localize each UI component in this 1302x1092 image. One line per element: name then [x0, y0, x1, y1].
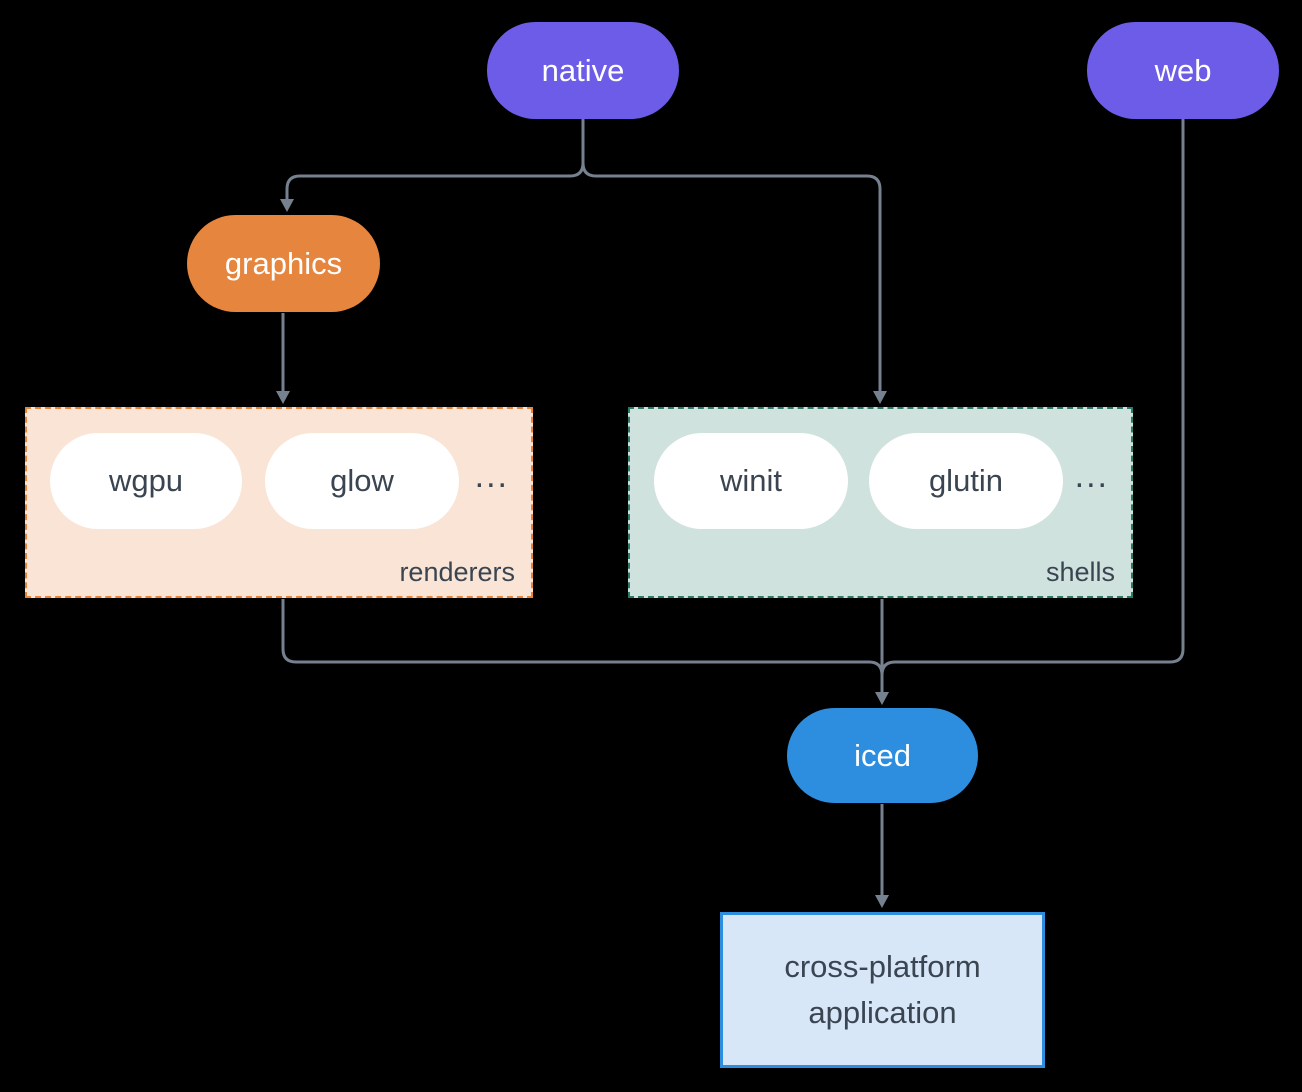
arrowhead-renderers	[276, 391, 290, 404]
edge-native-graphics	[285, 119, 585, 200]
node-glutin: glutin	[869, 433, 1063, 529]
node-winit-label: winit	[719, 463, 782, 498]
node-winit: winit	[654, 433, 848, 529]
group-label-shells: shells	[1045, 557, 1115, 587]
node-web-label: web	[1154, 52, 1212, 88]
shells-ellipsis: ...	[1074, 457, 1109, 495]
node-web: web	[1087, 22, 1279, 119]
node-native: native	[487, 22, 679, 119]
node-glutin-label: glutin	[928, 463, 1004, 498]
node-glow: glow	[265, 433, 459, 529]
group-renderers: wgpu glow ... renderers	[25, 407, 533, 598]
node-application-label: cross-platform application	[784, 948, 981, 1031]
node-application: cross-platform application	[720, 912, 1045, 1068]
node-graphics: graphics	[187, 215, 380, 312]
arrowhead-iced	[875, 692, 889, 705]
node-native-label: native	[541, 52, 625, 88]
edge-renderers-iced	[281, 599, 884, 693]
node-iced: iced	[787, 708, 978, 803]
arrowhead-graphics	[280, 199, 294, 212]
node-wgpu: wgpu	[50, 433, 242, 529]
group-shells: winit glutin ... shells	[628, 407, 1133, 598]
edge-native-shells	[581, 119, 882, 392]
node-iced-label: iced	[854, 737, 911, 773]
arrowhead-application	[875, 895, 889, 908]
node-wgpu-label: wgpu	[108, 463, 184, 498]
edge-web-iced	[880, 119, 1185, 693]
arrowhead-shells	[873, 391, 887, 404]
node-graphics-label: graphics	[224, 245, 343, 281]
group-label-renderers: renderers	[399, 557, 515, 587]
node-glow-label: glow	[330, 463, 394, 498]
renderers-ellipsis: ...	[474, 457, 509, 495]
